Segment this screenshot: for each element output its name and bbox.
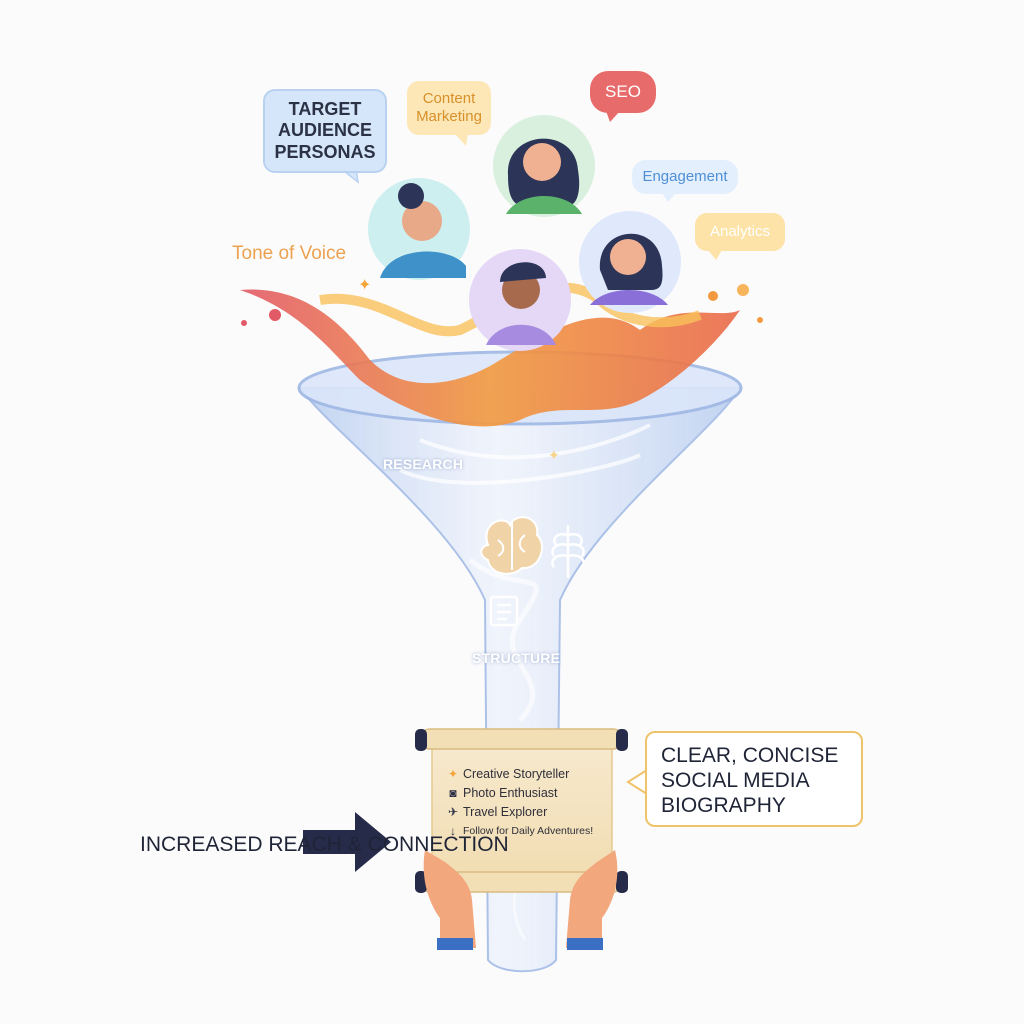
scroll-bio-list: ✦ Creative Storyteller ◙ Photo Enthusias…	[443, 764, 613, 840]
bubble-target-audience: TARGET AUDIENCE PERSONAS	[263, 89, 387, 173]
bio-line: ◙ Photo Enthusiast	[443, 783, 613, 802]
bio-line-text: Travel Explorer	[463, 804, 548, 819]
bubble-seo: SEO	[590, 71, 656, 113]
result-box-tail	[626, 769, 648, 795]
bio-line-text: Follow for Daily Adventures!	[463, 824, 594, 837]
bubble-tail	[606, 111, 620, 122]
bubble-seo-label: SEO	[605, 81, 641, 101]
right-arrow-icon	[303, 812, 391, 872]
bubble-engagement-label: Engagement	[642, 168, 728, 185]
down-arrow-icon: ↓	[450, 823, 456, 838]
airplane-icon: ✈	[447, 804, 459, 819]
bio-line: ✦ Creative Storyteller	[443, 764, 613, 783]
sparkle-icon: ✦	[548, 448, 560, 464]
bio-line-text: Photo Enthusiast	[463, 785, 558, 800]
bubble-target-label: TARGET AUDIENCE PERSONAS	[274, 98, 376, 162]
bubble-content-marketing: Content Marketing	[407, 81, 491, 135]
sparkle-icon: ✦	[447, 766, 459, 781]
brain-icon	[480, 516, 543, 575]
bubble-analytics: Analytics	[695, 213, 785, 251]
research-label: RESEARCH	[383, 456, 464, 472]
persona-avatar-3	[469, 249, 571, 351]
bubble-tail	[662, 193, 676, 202]
outcome-label: INCREASED REACH & CONNECTION	[140, 833, 509, 856]
bubble-analytics-label: Analytics	[709, 223, 771, 240]
bubble-tail	[455, 134, 468, 146]
bubble-content-label: Content Marketing	[416, 90, 482, 125]
persona-avatar-1	[368, 178, 470, 280]
result-box: CLEAR, CONCISE SOCIAL MEDIA BIOGRAPHY	[645, 731, 863, 827]
bio-line: ✈ Travel Explorer	[443, 802, 613, 821]
right-hand	[566, 850, 618, 950]
camera-icon: ◙	[449, 785, 457, 800]
bio-line-text: Creative Storyteller	[463, 766, 570, 781]
ribcage-icon	[551, 525, 585, 578]
tone-of-voice-label: Tone of Voice	[232, 243, 347, 264]
left-hand	[423, 850, 476, 950]
scroll	[415, 728, 628, 893]
document-icon	[489, 595, 519, 627]
bubble-tail	[708, 250, 722, 260]
structure-label: STRUCTURE	[472, 650, 561, 666]
bubble-engagement: Engagement	[632, 160, 738, 194]
persona-avatar-2	[493, 115, 595, 217]
bio-line: ↓ Follow for Daily Adventures!	[443, 821, 613, 840]
persona-avatar-4	[579, 211, 681, 313]
sparkle-icon: ✦	[358, 275, 371, 294]
